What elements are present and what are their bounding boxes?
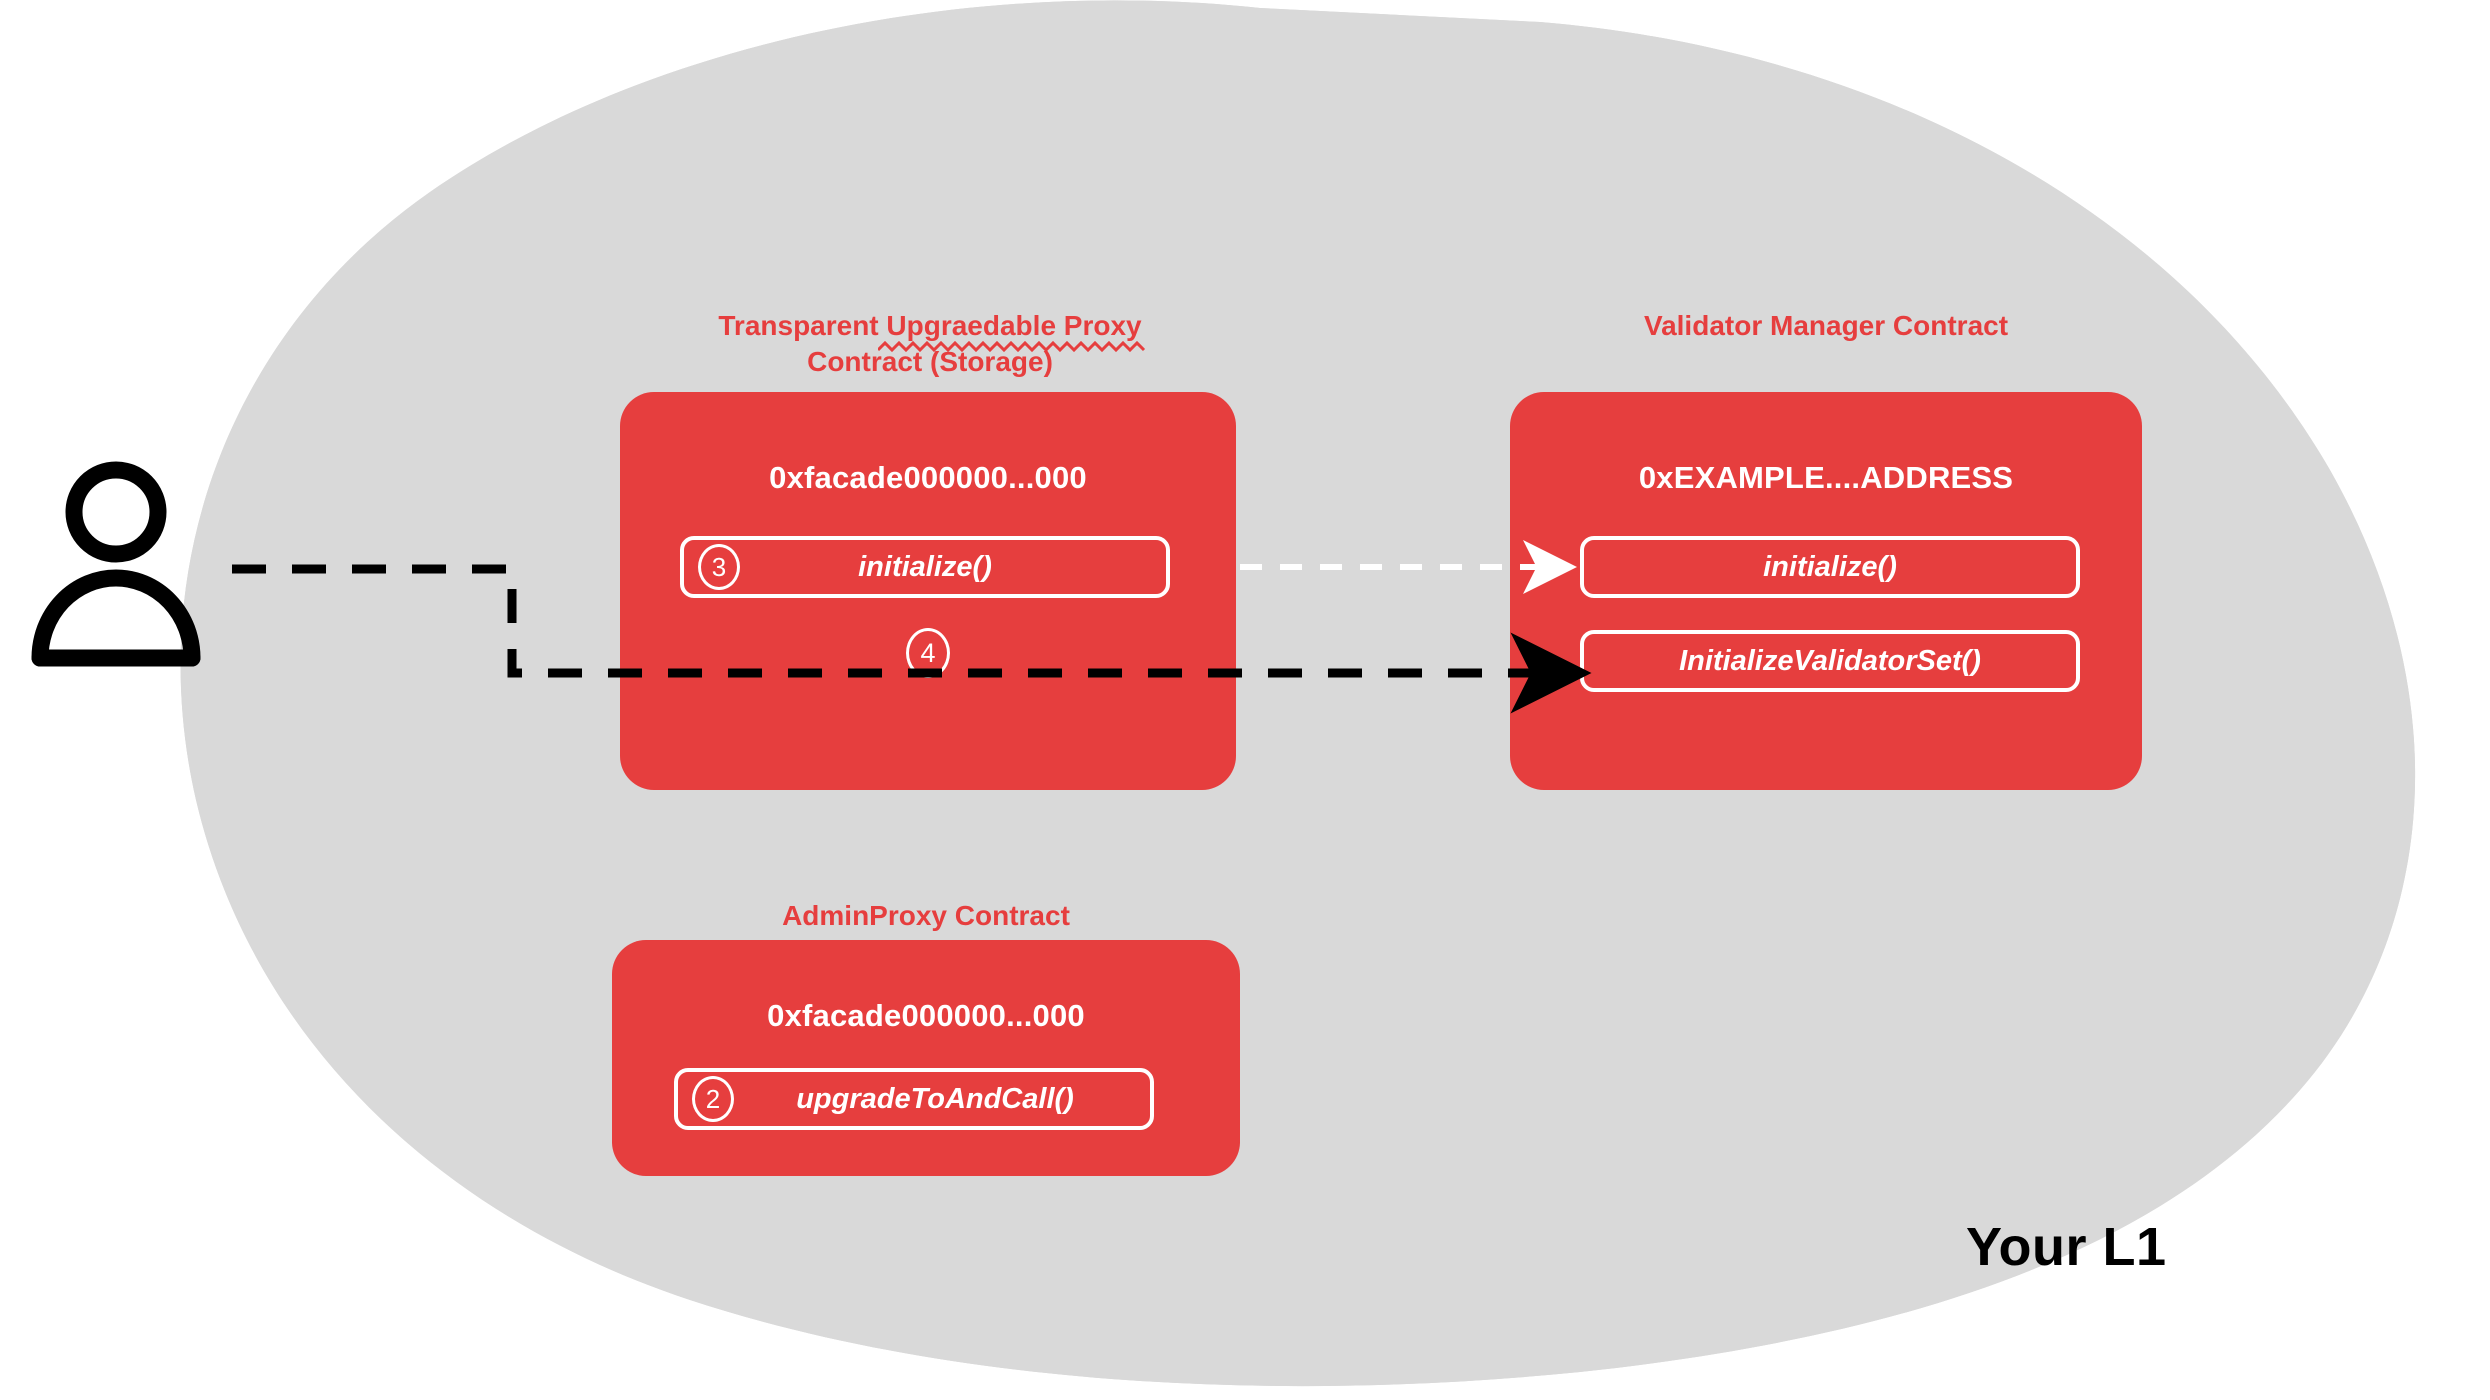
spellcheck-squiggle-icon	[878, 341, 1146, 353]
validator-manager-card: 0xEXAMPLE....ADDRESS initialize() Initia…	[1510, 392, 2142, 790]
transparent-proxy-card: 0xfacade000000...000 3 initialize() 4	[620, 392, 1236, 790]
fn-admin-upgrade-to-and-call-label: upgradeToAndCall()	[796, 1082, 1074, 1115]
validator-manager-address: 0xEXAMPLE....ADDRESS	[1638, 460, 2014, 495]
fn-admin-upgrade-to-and-call[interactable]: 2 upgradeToAndCall()	[674, 1068, 1154, 1130]
step-badge-2: 2	[692, 1076, 734, 1122]
admin-proxy-title: AdminProxy Contract	[782, 900, 1070, 931]
fn-vmc-initialize-validator-set-label: InitializeValidatorSet()	[1679, 644, 1981, 677]
transparent-proxy-title: Transparent Upgraedable Proxy Contract (…	[718, 310, 1142, 377]
fn-proxy-initialize[interactable]: 3 initialize()	[680, 536, 1170, 598]
fn-proxy-initialize-label: initialize()	[858, 550, 992, 583]
fn-vmc-initialize-label: initialize()	[1763, 550, 1897, 583]
step-badge-4: 4	[906, 628, 950, 678]
l1-boundary-label: Your L1	[1966, 1217, 2167, 1277]
admin-proxy-card: 0xfacade000000...000 2 upgradeToAndCall(…	[612, 940, 1240, 1176]
fn-vmc-initialize[interactable]: initialize()	[1580, 536, 2080, 598]
fn-vmc-initialize-validator-set[interactable]: InitializeValidatorSet()	[1580, 630, 2080, 692]
transparent-proxy-address: 0xfacade000000...000	[769, 460, 1087, 495]
user-icon	[31, 461, 201, 667]
step-badge-3: 3	[698, 544, 740, 590]
admin-proxy-address: 0xfacade000000...000	[767, 998, 1085, 1033]
validator-manager-title: Validator Manager Contract	[1643, 310, 2009, 341]
